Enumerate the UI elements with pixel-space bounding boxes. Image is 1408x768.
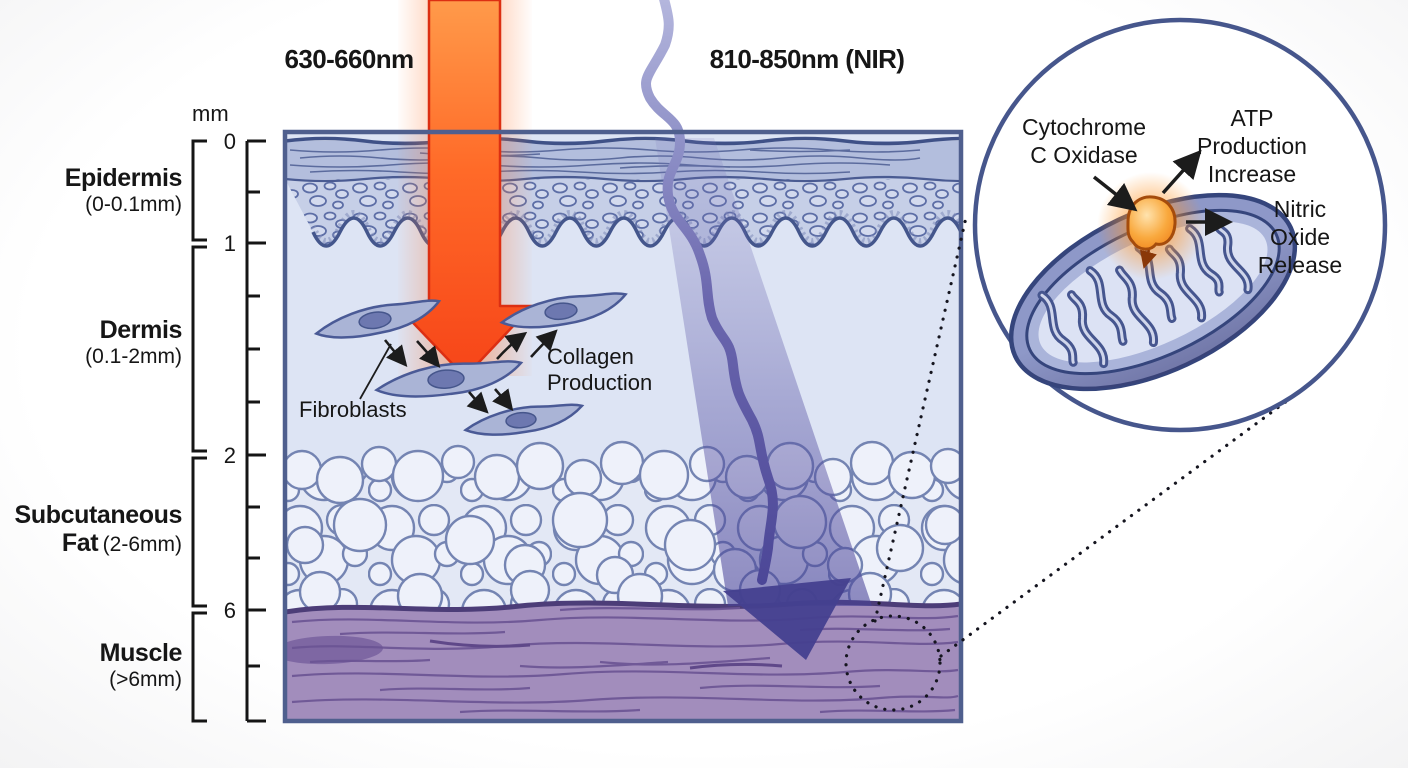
layer-label-muscle: Muscle (>6mm)	[99, 639, 183, 691]
collagen-production-arrows	[359, 329, 558, 414]
fibroblasts-leader-line	[359, 343, 392, 400]
photon-absorption-arrow	[1140, 249, 1157, 269]
skin-panel-border	[282, 129, 964, 724]
muscle-layer	[285, 599, 961, 721]
atp-arrow	[1161, 149, 1202, 195]
nir-arrowhead	[723, 578, 851, 660]
nitric-oxide-label: Nitric Oxide Release	[1257, 196, 1343, 278]
cytochrome-pointer-arrow	[1092, 175, 1138, 212]
scale-tick-6: 6	[223, 598, 236, 623]
layer-label-epidermis: Epidermis (0-0.1mm)	[64, 164, 183, 216]
depth-scale-ruler	[245, 139, 266, 723]
layer-label-subcutaneous-fat: Subcutaneous Fat (2-6mm)	[14, 501, 183, 557]
collagen-production-label: Collagen Production	[547, 344, 653, 395]
mitochondrion	[1008, 192, 1298, 392]
scale-tick-0: 0	[223, 129, 236, 154]
callout-dotted-lines	[873, 211, 1293, 658]
magnified-region-circle	[844, 614, 942, 712]
red-light-beam	[395, 0, 534, 379]
cytochrome-c-oxidase-site	[1126, 195, 1177, 251]
fibroblasts-label: Fibroblasts	[299, 397, 407, 422]
inset-arrows	[1092, 149, 1233, 236]
nir-squiggle	[641, 0, 778, 585]
scale-unit-label: mm	[192, 101, 229, 126]
fibroblast-cells	[313, 292, 628, 436]
nir-light-beam	[641, 0, 872, 660]
mitochondria-inset	[972, 17, 1388, 433]
scale-tick-1: 1	[223, 231, 236, 256]
skin-cross-section-panel	[285, 132, 961, 721]
cytochrome-c-oxidase-label: Cytochrome C Oxidase	[1022, 114, 1146, 168]
red-wavelength-label: 630-660nm	[284, 44, 414, 74]
scale-tick-2: 2	[223, 443, 236, 468]
atp-production-label: ATP Production Increase	[1197, 105, 1307, 187]
nir-wavelength-label: 810-850nm (NIR)	[709, 44, 905, 74]
layer-brackets	[191, 139, 207, 723]
layer-label-dermis: Dermis (0.1-2mm)	[85, 316, 182, 368]
